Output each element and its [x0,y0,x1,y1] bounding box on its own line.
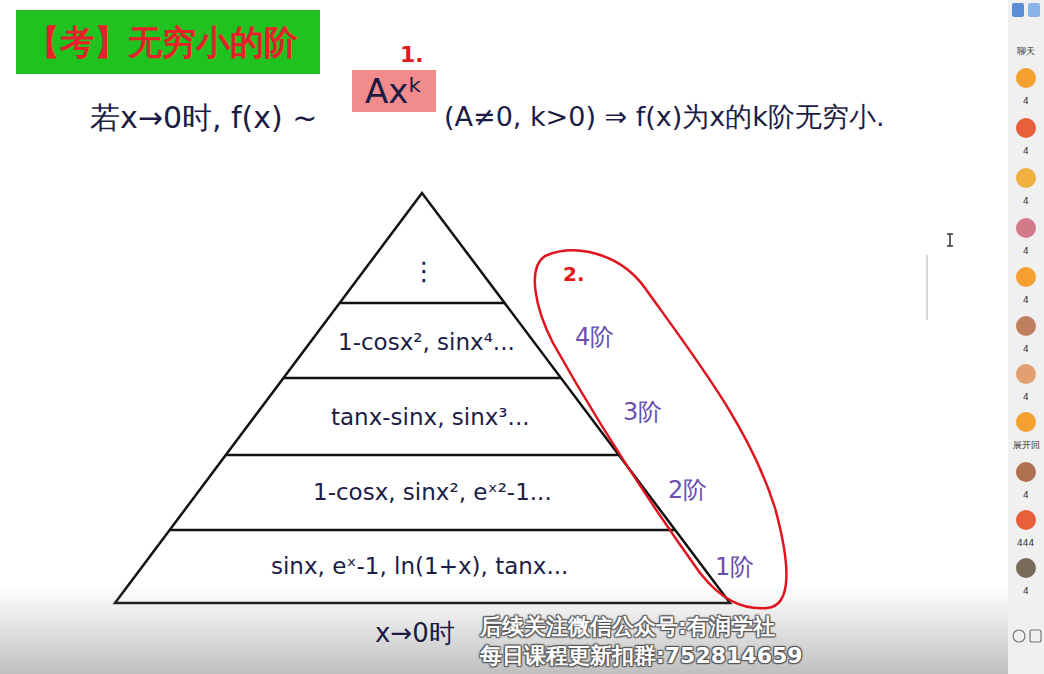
user-avatar [1016,316,1036,336]
user-avatar [1016,462,1036,482]
band-text: 1-cosx, sinx², eˣ²-1... [313,479,552,507]
sidebar-icon [1013,630,1025,642]
sidebar-count: 4 [1023,96,1029,107]
sidebar-icon [1012,3,1024,17]
user-avatar [1016,168,1036,188]
loop-path [535,251,787,609]
sidebar-count: 4 [1023,295,1029,306]
sidebar-count: 4 [1023,490,1029,501]
user-avatar [1016,218,1036,238]
ibeam-stem [949,234,951,246]
sidebar-count: 444 [1017,538,1034,549]
ibeam-top [947,233,953,235]
sidebar-icon [1028,3,1040,17]
highlight-box: Axᵏ [352,70,436,112]
title-banner: 【考】无穷小的阶 [16,10,320,74]
band-divider [170,529,675,532]
pyramid-band: sinx, eˣ-1, ln(1+x), tanx... [267,553,572,581]
formula-text: (A≠0, k>0) ⇒ f(x)为x的k阶无穷小. [444,101,884,133]
user-avatar [1016,118,1036,138]
band-text: ⋮ [411,256,437,287]
formula-text: 若x→0时, f(x) ~ [90,100,317,136]
chat-sidebar [1008,0,1044,674]
user-avatar [1016,558,1036,578]
video-overlay-band [0,585,1008,674]
user-avatar [1016,364,1036,384]
title-text: 【考】无穷小的阶 [26,22,298,63]
sidebar-count: 聊天 [1017,46,1035,57]
user-avatar [1016,68,1036,88]
watermark: 每日课程更新扣群:752814659 [480,643,803,669]
sidebar-count: 展开回 [1013,440,1040,451]
band-divider [226,454,619,457]
band-divider [283,377,561,380]
band-divider [340,302,505,305]
ibeam-bottom [947,245,953,247]
user-avatar [1016,267,1036,287]
pyramid-band: 1-cosx, sinx², eˣ²-1... [309,479,556,507]
callout-number: 1. [400,42,424,68]
sidebar-count: 4 [1023,146,1029,157]
sidebar-count: 4 [1023,586,1029,597]
sidebar-count: 4 [1023,196,1029,207]
order-label: 2阶 [668,476,707,505]
watermark: 后续关注微信公众号:有润学社 [480,614,775,640]
order-label: 3阶 [623,398,662,427]
text-caret [927,255,928,320]
pyramid-band: ⋮ [407,256,441,287]
red-loop: 4阶 3阶 2阶 1阶 [535,248,797,612]
band-text: tanx-sinx, sinx³... [331,404,530,432]
formula-text: Axᵏ [365,71,423,112]
sidebar-icon [1030,630,1041,642]
sidebar-count: 4 [1023,246,1029,257]
ibeam-cursor [947,234,953,246]
sidebar-count: 4 [1023,344,1029,355]
order-label: 1阶 [715,553,754,582]
user-avatar [1016,412,1036,432]
band-text: 1-cosx², sinx⁴... [338,329,515,357]
pyramid-band: tanx-sinx, sinx³... [327,404,534,432]
band-text: sinx, eˣ-1, ln(1+x), tanx... [271,553,568,581]
order-label: 4阶 [575,323,614,352]
callout-number: 2. [563,262,585,286]
pyramid-outline [115,193,730,603]
condition-note: x→0时 [375,618,455,649]
sidebar-count: 4 [1023,392,1029,403]
pyramid-band: 1-cosx², sinx⁴... [334,329,519,357]
user-avatar [1016,510,1036,530]
